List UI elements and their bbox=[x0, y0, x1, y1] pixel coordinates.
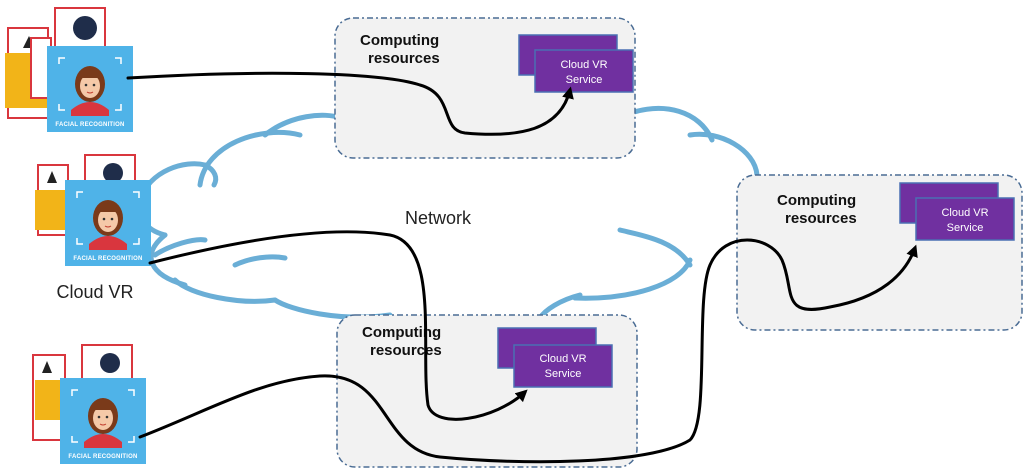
compute-title-line1: Computing bbox=[362, 324, 441, 341]
facial-recognition-card-icon: FACIAL RECOGNITION bbox=[35, 154, 151, 266]
card-caption: FACIAL RECOGNITION bbox=[68, 454, 137, 460]
card-caption: FACIAL RECOGNITION bbox=[73, 256, 142, 262]
service-label-line2: Service bbox=[566, 74, 603, 86]
network-label: Network bbox=[405, 208, 472, 228]
server-stack-icon bbox=[899, 182, 1015, 241]
service-label-line2: Service bbox=[545, 368, 582, 380]
server-stack-icon bbox=[518, 34, 634, 93]
service-label-line1: Cloud VR bbox=[539, 353, 586, 365]
compute-title-line2: resources bbox=[368, 50, 440, 67]
network-cloud-icon bbox=[137, 106, 760, 321]
compute-node-bottom: Computing resources Cloud VR Service bbox=[336, 314, 638, 468]
service-label-line1: Cloud VR bbox=[560, 59, 607, 71]
server-stack-icon bbox=[497, 327, 613, 388]
connection-arrow-bottom bbox=[138, 238, 918, 464]
compute-node-right: Computing resources Cloud VR Service bbox=[736, 174, 1023, 331]
compute-title-line1: Computing bbox=[777, 192, 856, 209]
connection-arrow-top bbox=[126, 71, 574, 136]
card-caption: FACIAL RECOGNITION bbox=[55, 122, 124, 128]
facial-recognition-card-icon: FACIAL RECOGNITION bbox=[5, 7, 133, 132]
compute-title-line2: resources bbox=[370, 342, 442, 359]
compute-node-top: Computing resources Cloud VR Service bbox=[334, 17, 636, 159]
service-label-line1: Cloud VR bbox=[941, 207, 988, 219]
facial-recognition-card-icon: FACIAL RECOGNITION bbox=[32, 344, 146, 464]
compute-title-line2: resources bbox=[785, 210, 857, 227]
cloud-vr-label: Cloud VR bbox=[56, 282, 133, 302]
connection-arrow-middle bbox=[148, 230, 528, 421]
compute-title-line1: Computing bbox=[360, 32, 439, 49]
service-label-line2: Service bbox=[947, 222, 984, 234]
